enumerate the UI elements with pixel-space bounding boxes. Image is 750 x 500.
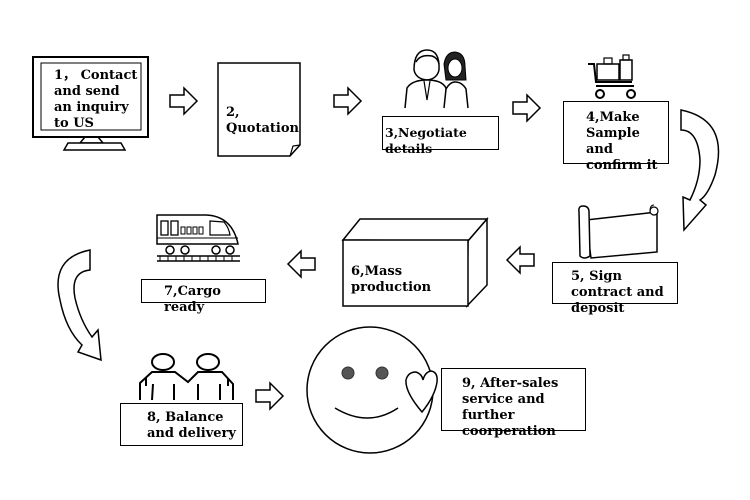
- step-3-text: 3,Negotiate details: [385, 125, 467, 156]
- heart-icon: [405, 370, 438, 414]
- scroll-icon: [578, 204, 659, 259]
- document-icon: [217, 62, 301, 157]
- step-8-box: 8, Balance and delivery: [120, 403, 243, 446]
- box-icon: [341, 216, 489, 308]
- step-5-box: 5, Sign contract and deposit: [552, 262, 678, 316]
- people-icon: [404, 49, 469, 109]
- step-4-text: 4,Make Sample and confirm it: [586, 110, 658, 173]
- arrow-right-icon: [255, 381, 285, 411]
- step-1-text: 1， Contact and send an inquiry to US: [54, 68, 138, 131]
- step-9-text: 9, After-sales service and further coorp…: [462, 376, 559, 439]
- curved-arrow-icon: [680, 109, 720, 232]
- arrow-right-icon: [333, 86, 363, 116]
- arrow-left-icon: [286, 249, 316, 279]
- curved-arrow-icon: [57, 249, 102, 362]
- step-4-box: 4,Make Sample and confirm it: [563, 101, 669, 173]
- step-2-label: 2, Quotation: [226, 105, 306, 137]
- smiley-face-icon: [306, 326, 434, 454]
- step-1-label: 1， Contact and send an inquiry to US: [54, 68, 142, 132]
- handshake-people-icon: [139, 353, 234, 401]
- arrow-left-icon: [505, 245, 535, 275]
- step-8-text: 8, Balance and delivery: [147, 410, 236, 441]
- step-6-label: 6,Mass production: [351, 264, 466, 296]
- step-3-box: 3,Negotiate details: [382, 116, 499, 156]
- step-2-text: 2, Quotation: [226, 105, 299, 136]
- step-5-text: 5, Sign contract and deposit: [571, 269, 664, 316]
- arrow-right-icon: [512, 93, 542, 123]
- step-9-box: 9, After-sales service and further coorp…: [441, 368, 586, 439]
- arrow-right-icon: [169, 86, 199, 116]
- luggage-cart-icon: [588, 54, 636, 99]
- step-7-text: 7,Cargo ready: [164, 284, 221, 315]
- step-6-text: 6,Mass production: [351, 264, 432, 295]
- train-icon: [156, 214, 240, 262]
- monitor-icon: [32, 56, 149, 151]
- step-7-box: 7,Cargo ready: [141, 279, 266, 315]
